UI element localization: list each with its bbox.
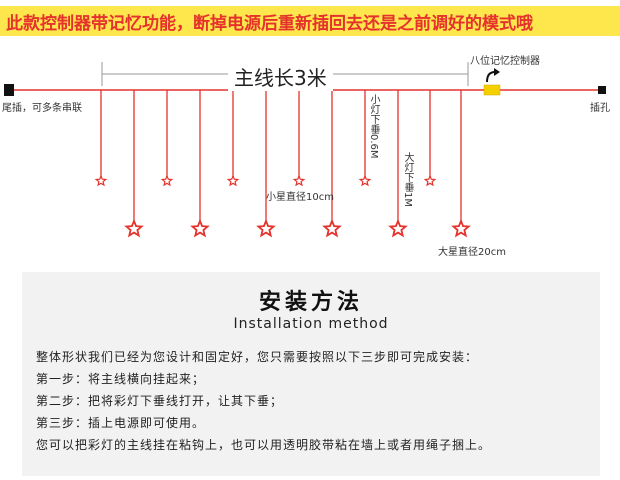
small-star-icon <box>94 174 108 187</box>
socket-label: 插孔 <box>590 103 610 114</box>
big-star-label: 大星直径20cm <box>438 247 506 258</box>
small-star-icon <box>358 174 372 187</box>
small-star-label: 小星直径10cm <box>266 192 334 203</box>
controller-icon <box>483 84 501 96</box>
top-banner: 此款控制器带记忆功能，断掉电源后重新插回去还是之前调好的模式哦 <box>0 6 620 36</box>
small-star-icon <box>160 174 174 187</box>
panel-subtitle: Installation method <box>233 316 389 332</box>
big-star-icon <box>256 218 276 238</box>
small-star-icon <box>292 174 306 187</box>
plug-icon <box>598 86 606 94</box>
big-star-icon <box>124 218 144 238</box>
small-star-icon <box>423 174 437 187</box>
small-light-drop-label: 小灯下垂0.6M <box>368 94 379 159</box>
big-star-icon <box>322 218 342 238</box>
tail-plug-label: 尾插，可多条串联 <box>2 103 82 114</box>
instruction-step-2: 第二步：把将彩灯下垂线打开，让其下垂； <box>36 394 284 408</box>
controller-label: 八位记忆控制器 <box>470 56 540 67</box>
installation-panel: 安装方法 Installation method 整体形状我们已经为您设计和固定… <box>22 272 600 476</box>
curtain-light-diagram <box>4 62 606 238</box>
banner-text: 此款控制器带记忆功能，断掉电源后重新插回去还是之前调好的模式哦 <box>6 14 533 34</box>
panel-title: 安装方法 <box>258 290 363 315</box>
big-star-icon <box>388 218 408 238</box>
arrow-head-icon <box>494 68 500 76</box>
hanging-stars <box>94 90 471 238</box>
small-star-icon <box>226 174 240 187</box>
big-star-icon <box>190 218 210 238</box>
instruction-step-3: 第三步：插上电源即可使用。 <box>36 416 206 430</box>
arrow-curve-icon <box>486 71 496 83</box>
instruction-tip: 您可以把彩灯的主线挂在粘钩上，也可以用透明胶带粘在墙上或者用绳子捆上。 <box>36 438 492 452</box>
tail-plug-icon <box>4 84 14 96</box>
instruction-intro: 整体形状我们已经为您设计和固定好，您只需要按照以下三步即可完成安装： <box>36 350 479 364</box>
big-star-icon <box>451 218 471 238</box>
instruction-step-1: 第一步：将主线横向挂起来； <box>36 372 206 386</box>
main-line-length: 主线长3米 <box>228 62 333 91</box>
big-light-drop-label: 大灯下垂1M <box>402 152 413 207</box>
